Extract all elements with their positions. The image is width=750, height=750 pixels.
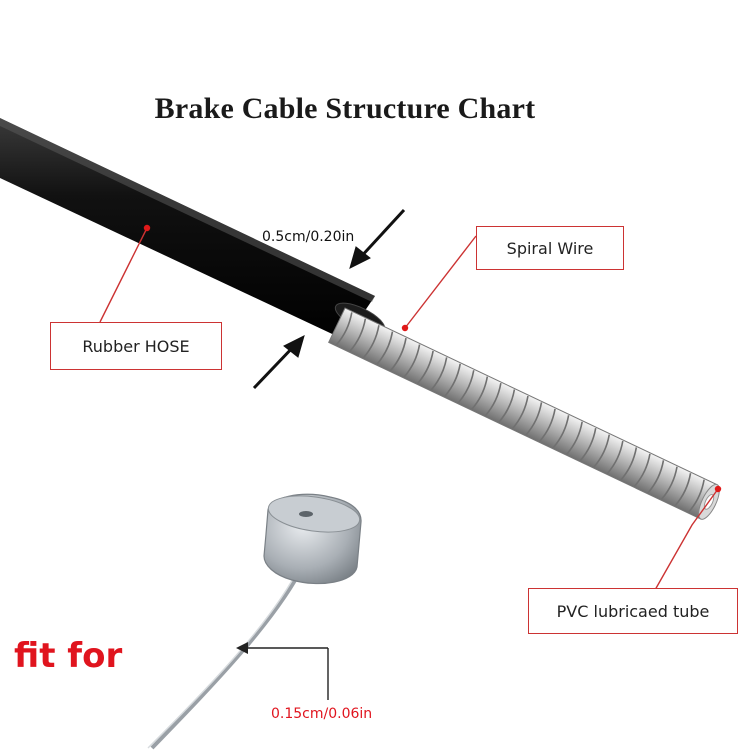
spiral-wire <box>328 307 720 520</box>
spiral-coil-segment <box>457 370 475 404</box>
cable-end-nipple <box>263 493 362 585</box>
spiral-coil-segment <box>579 428 597 462</box>
spiral-coil-segment <box>511 395 529 430</box>
fit-for-text: fit for <box>14 636 123 676</box>
spiral-coil-segment <box>566 421 583 455</box>
spiral-coil-segment <box>484 382 502 417</box>
spiral-coil-segment <box>335 312 353 346</box>
pvc-tube-label: PVC lubricaed tube <box>528 588 738 634</box>
spiral-coil-segment <box>620 447 638 481</box>
spiral-coil-segment <box>471 376 489 410</box>
spiral-coil-segment <box>647 460 665 494</box>
chart-title: Brake Cable Structure Chart <box>154 92 536 125</box>
spiral-coil-segment <box>417 350 434 384</box>
hose-diameter-text: 0.5cm/0.20in <box>262 229 355 245</box>
spiral-coil-segment <box>389 337 407 372</box>
wire-diameter-text: 0.15cm/0.06in <box>271 706 373 722</box>
spiral-coil-segment <box>660 466 678 500</box>
spiral-coil-segment <box>606 440 624 475</box>
spiral-coil-segment <box>593 434 611 468</box>
spiral-coil-segment <box>498 389 516 423</box>
spiral-coil-segment <box>539 408 556 442</box>
spiral-coil-segment <box>525 402 543 436</box>
spiral-coil-segment <box>349 318 367 352</box>
rubber-hose-label: Rubber HOSE <box>50 322 222 370</box>
spiral-wire-label: Spiral Wire <box>476 226 624 270</box>
spiral-coil-segment <box>444 363 461 397</box>
leader-dots <box>143 224 722 493</box>
spiral-coil-segment <box>688 479 705 513</box>
spiral-coil-segment <box>633 453 651 487</box>
spiral-coil-segment <box>403 344 421 378</box>
spiral-coil-segment <box>430 357 448 391</box>
inner-brake-wire <box>147 563 306 750</box>
leader-lines <box>99 227 719 591</box>
spiral-coil-segment <box>674 473 692 507</box>
hose-diameter-arrows <box>252 208 406 390</box>
wire-dimension-pointer <box>236 642 329 700</box>
spiral-coil-segment <box>362 325 380 359</box>
spiral-coil-segment <box>552 415 570 449</box>
spiral-coil-segment <box>376 331 394 365</box>
